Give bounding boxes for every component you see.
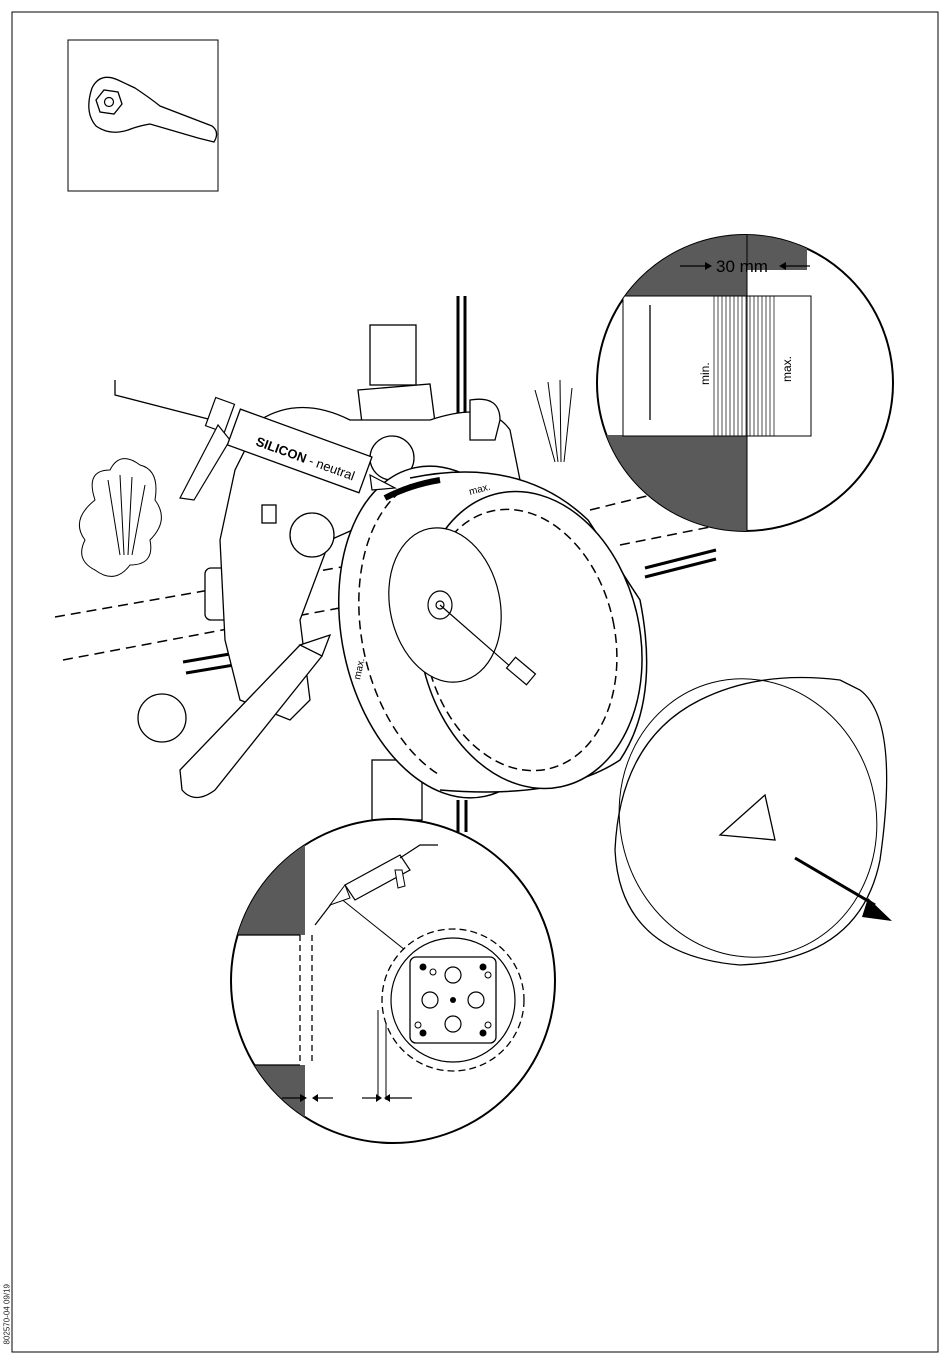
detail-sealing bbox=[225, 819, 555, 1155]
spray-right bbox=[535, 380, 572, 462]
wrench-icon bbox=[68, 40, 218, 191]
measure-label: 30 mm bbox=[716, 257, 768, 276]
detail-wall-depth: 30 mm min. max. bbox=[590, 230, 893, 535]
document-code: 802570-04 09/19 bbox=[3, 1275, 12, 1345]
spray-left bbox=[79, 459, 161, 577]
max-label: max. bbox=[780, 356, 794, 382]
min-label: min. bbox=[698, 362, 712, 385]
